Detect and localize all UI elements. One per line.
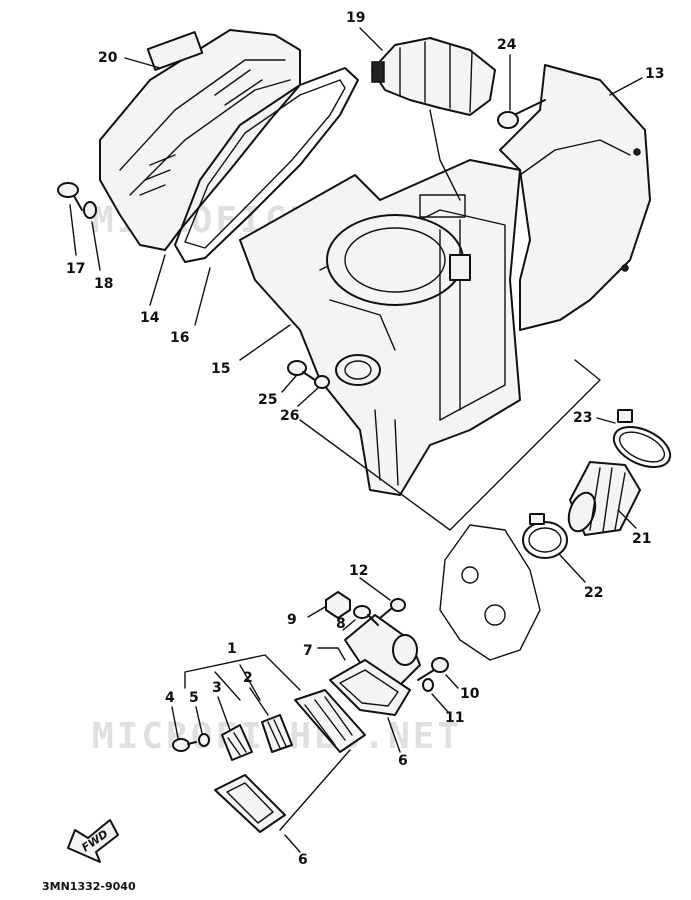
part-21-intake-joint [567,461,641,536]
fwd-arrow-icon: FWD [67,819,119,863]
leader-18 [91,221,101,271]
part-3-stopper [221,724,253,761]
part-10-bolt [417,657,449,681]
label-24: 24 [497,37,517,53]
leader-19 [359,27,383,51]
part-6-gasket-lower [214,774,286,833]
leader-12 [359,577,391,601]
leader-13 [609,77,643,96]
part-26-washer [314,375,330,389]
leader-19b [429,109,461,201]
leader-21 [617,509,637,529]
part-9-nut [325,591,351,619]
label-21: 21 [632,531,651,547]
leader-26 [297,387,319,407]
label-10: 10 [460,686,480,702]
part-16-gasket [174,67,359,263]
leader-10 [445,674,459,689]
label-2: 2 [243,670,253,686]
leader-17 [69,204,77,256]
label-19: 19 [346,10,365,26]
label-5: 5 [189,690,199,706]
leader-11 [431,693,449,713]
leader-4 [171,706,179,739]
part-20-filter-cover [99,29,301,251]
label-26: 26 [280,408,299,424]
leader-14 [149,254,166,306]
part-12-bolt [379,598,406,619]
part-22-clamp [522,513,568,559]
part-19-duct [371,37,496,116]
part-24-bolt [497,99,546,129]
group-outline-upper [299,359,601,531]
label-23: 23 [573,410,592,426]
leader-8 [342,619,356,631]
label-3: 3 [212,680,222,696]
label-13: 13 [645,66,664,82]
leader-23 [596,417,616,424]
label-7: 7 [303,643,313,659]
label-25: 25 [258,392,277,408]
leader-3 [217,696,231,731]
leader-5 [195,706,203,734]
part-16-gasket-inner [184,79,346,249]
leader-9 [307,606,326,618]
leader-16 [194,267,211,326]
label-6-upper: 6 [398,753,408,769]
leader-20 [124,57,161,69]
label-6-lower: 6 [298,852,308,868]
leader-25 [281,375,297,393]
label-4: 4 [165,690,175,706]
leader-6-lower [284,834,301,853]
leader-22 [559,554,586,583]
part-6-gasket-upper [329,659,411,716]
part-4-screw [172,738,197,752]
engine-case-boss-2 [484,604,506,626]
label-11: 11 [445,710,464,726]
label-16: 16 [170,330,189,346]
leader-7 [317,647,346,661]
part-5-washer [198,733,210,747]
leader-15 [239,324,291,361]
label-9: 9 [287,612,297,628]
part-8-bolt [353,605,379,626]
part-15-airbox [239,159,521,496]
part-18-washer [83,201,97,219]
label-14: 14 [140,310,160,326]
label-15: 15 [211,361,230,377]
part-13-fender [499,64,651,331]
label-12: 12 [349,563,368,579]
group-outline-lower [279,749,351,831]
leader-2 [249,687,269,716]
label-17: 17 [66,261,85,277]
part-23-clamp [612,409,672,468]
engine-case-boss [461,566,479,584]
part-25-screw [287,360,316,381]
part-19-slot [419,194,466,218]
leader-6-upper [387,717,401,753]
diagram-code: 3MN1332-9040 [42,880,136,893]
part-17-screw [57,182,83,211]
part-11-washer [422,678,434,692]
label-20: 20 [98,50,118,66]
leader-1-bracket [184,654,301,701]
engine-case-outline [439,524,541,661]
label-1: 1 [227,641,237,657]
label-8: 8 [336,616,346,632]
label-18: 18 [94,276,113,292]
part-1-reed-valve [294,689,366,753]
label-22: 22 [584,585,603,601]
part-2-reed-petal [261,714,293,753]
